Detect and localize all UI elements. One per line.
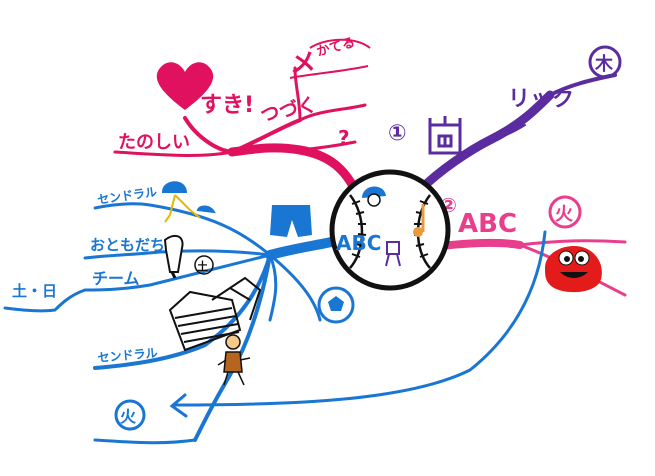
soccer-ball-icon (317, 286, 355, 324)
blue-label-team: チーム (92, 269, 140, 288)
red-branch (113, 66, 367, 195)
bat-icon (163, 234, 184, 279)
stadium-icon (168, 276, 262, 352)
pink-end-mark: 火 (548, 195, 582, 229)
castle-icon (428, 116, 462, 155)
heart-icon (156, 62, 214, 110)
pink-label: ABC (458, 209, 517, 239)
purple-number: ① (388, 121, 407, 146)
shorts-icon (270, 205, 312, 237)
player-icon (217, 334, 251, 386)
red-word-suki: すき! (200, 93, 254, 118)
purple-label: リック (508, 87, 574, 112)
blue-small-mark: 土 (194, 255, 214, 275)
svg-text:火: 火 (555, 204, 574, 225)
blue-label-friends: おともだち (90, 236, 165, 254)
red-question-mark: ? (338, 126, 350, 150)
center-text: ABC (336, 231, 381, 255)
red-top-label-underline (289, 65, 369, 79)
player-sliding-icon (161, 181, 216, 223)
svg-text:火: 火 (120, 407, 137, 426)
red-monster-icon (545, 246, 602, 293)
blue-label-weekend: 土・日 (12, 282, 57, 300)
red-top-label-arc (309, 38, 371, 49)
blue-branch (3, 202, 547, 445)
red-word-tanoshii: たのしい (118, 132, 190, 153)
svg-text:土: 土 (197, 259, 208, 273)
blue-label-central-bottom: センドラル (97, 346, 158, 365)
baseball-icon (329, 169, 451, 291)
purple-end-mark: 木 (588, 45, 622, 79)
blue-end-mark: 火 (114, 399, 146, 431)
red-word-tsuzuku: つづく (258, 94, 318, 127)
svg-text:木: 木 (594, 53, 614, 75)
